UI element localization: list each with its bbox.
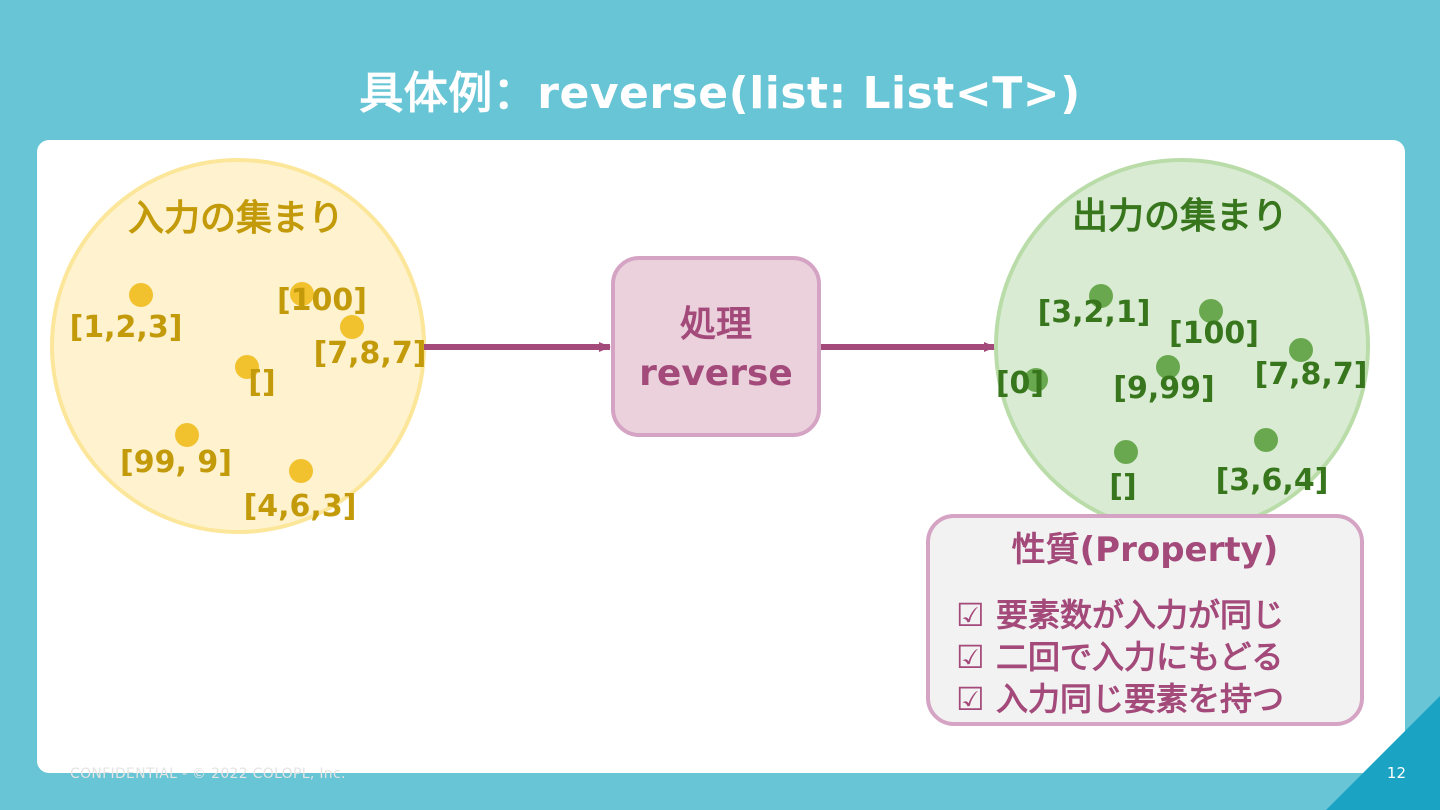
footer-confidential: CONFIDENTIAL - © 2022 COLOPL, Inc. xyxy=(70,766,346,782)
output-item: [9,99] xyxy=(1113,371,1214,406)
output-dot xyxy=(1156,355,1180,379)
checkbox-checked-icon: ☑ xyxy=(956,680,985,718)
property-item-text: 要素数が入力が同じ xyxy=(996,596,1285,634)
checkbox-checked-icon: ☑ xyxy=(956,596,985,634)
property-list: ☑ 要素数が入力が同じ ☑ 二回で入力にもどる ☑ 入力同じ要素を持つ xyxy=(956,594,1284,720)
input-dot xyxy=(290,282,314,306)
property-box: 性質(Property) ☑ 要素数が入力が同じ ☑ 二回で入力にもどる ☑ 入力同じ… xyxy=(926,514,1364,726)
property-item: ☑ 二回で入力にもどる xyxy=(956,636,1284,678)
property-title: 性質(Property) xyxy=(1011,530,1279,570)
input-dot xyxy=(289,459,313,483)
property-item: ☑ 入力同じ要素を持つ xyxy=(956,678,1284,720)
input-set-label: 入力の集まり xyxy=(128,198,344,239)
page-number: 12 xyxy=(1386,764,1406,782)
input-item: [100] xyxy=(277,283,367,318)
output-dot xyxy=(1089,284,1113,308)
output-item: [7,8,7] xyxy=(1255,357,1368,392)
process-label: 処理 xyxy=(680,304,752,345)
input-item: [] xyxy=(248,365,275,400)
corner-decoration xyxy=(1326,696,1440,810)
output-item: [0] xyxy=(996,366,1044,401)
slide-title: 具体例：reverse(list: List<T>) xyxy=(359,68,1081,119)
property-item-text: 入力同じ要素を持つ xyxy=(996,680,1285,718)
property-item: ☑ 要素数が入力が同じ xyxy=(956,594,1284,636)
input-dot xyxy=(175,423,199,447)
output-item: [100] xyxy=(1169,316,1259,351)
input-item: [4,6,3] xyxy=(244,489,357,524)
property-item-text: 二回で入力にもどる xyxy=(996,638,1284,676)
output-dot xyxy=(1114,440,1138,464)
checkbox-checked-icon: ☑ xyxy=(956,638,985,676)
output-dot xyxy=(1199,299,1223,323)
output-dot-group xyxy=(1024,284,1313,464)
input-item-group: [1,2,3] [100] [7,8,7] [] [99, 9] [4,6,3] xyxy=(70,283,427,524)
output-dot xyxy=(1254,428,1278,452)
process-box xyxy=(611,256,821,437)
output-item-group: [3,2,1] [100] [7,8,7] [0] [9,99] [] [3,6… xyxy=(996,295,1368,504)
input-item: [1,2,3] xyxy=(70,310,183,345)
input-dot xyxy=(235,355,259,379)
input-dot-group xyxy=(129,282,364,483)
process-function-name: reverse xyxy=(639,353,793,394)
output-item: [3,2,1] xyxy=(1038,295,1151,330)
input-dot xyxy=(340,315,364,339)
output-item: [] xyxy=(1109,469,1136,504)
output-dot xyxy=(1289,338,1313,362)
output-item: [3,6,4] xyxy=(1216,463,1329,498)
input-item: [7,8,7] xyxy=(314,336,427,371)
input-dot xyxy=(129,283,153,307)
output-set-label: 出力の集まり xyxy=(1072,196,1288,237)
input-item: [99, 9] xyxy=(120,445,232,480)
output-dot xyxy=(1024,368,1048,392)
